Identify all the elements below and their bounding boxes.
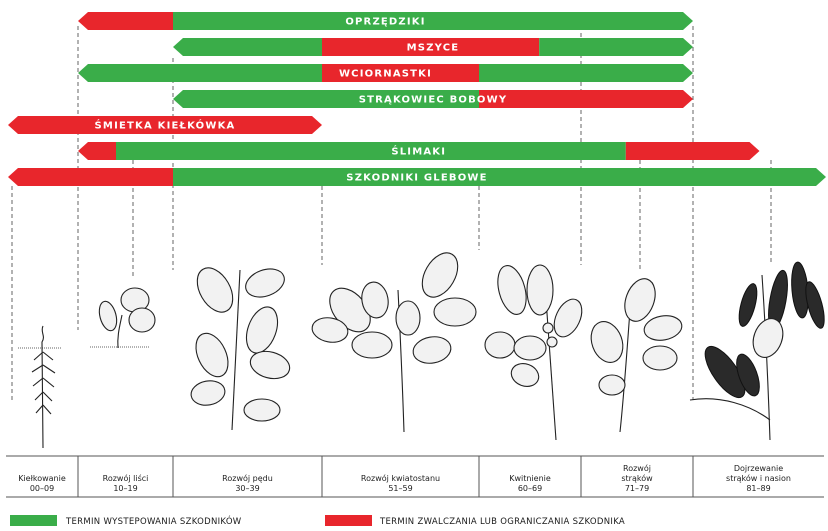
stage-bbch-code: 30–39 [235, 484, 259, 493]
legend-occurrence-swatch [10, 515, 57, 526]
pest-bar-row: SZKODNIKI GLEBOWE [8, 168, 826, 186]
occurrence-period-segment [539, 38, 693, 56]
pest-bar-row: ŚLIMAKI [78, 142, 760, 160]
occurrence-period-segment [173, 38, 322, 56]
stage-bbch-code: 10–19 [113, 484, 137, 493]
pest-bar-row: ŚMIETKA KIEŁKÓWKA [8, 116, 322, 134]
legend-occurrence-label: TERMIN WYSTEPOWANIA SZKODNIKÓW [65, 515, 242, 527]
pest-bar-row: STRĄKOWIEC BOBOWY [173, 90, 693, 108]
pest-name-label: ŚLIMAKI [391, 145, 446, 158]
ripening-illustration [690, 261, 828, 440]
control-period-segment [78, 142, 116, 160]
pest-bar-row: MSZYCE [173, 38, 693, 56]
pest-bar-row: OPRZĘDZIKI [78, 12, 693, 30]
legend-control-swatch [325, 515, 372, 526]
inflorescence-development-illustration [310, 247, 476, 432]
stage-bbch-code: 71–79 [625, 484, 649, 493]
pod-development-illustration [586, 275, 684, 432]
control-period-segment [479, 90, 693, 108]
legend: TERMIN WYSTEPOWANIA SZKODNIKÓW TERMIN ZW… [10, 515, 625, 527]
legend-control-label: TERMIN ZWALCZANIA LUB OGRANICZANIA SZKOD… [379, 517, 625, 527]
pest-name-label: ŚMIETKA KIEŁKÓWKA [95, 119, 236, 132]
occurrence-period-segment [173, 168, 826, 186]
pest-bar-row: WCIORNASTKI [78, 64, 693, 82]
stage-name-label: Kwitnienie [509, 474, 551, 483]
pest-name-label: SZKODNIKI GLEBOWE [346, 173, 487, 184]
stage-bbch-code: 60–69 [518, 484, 542, 493]
control-period-segment [78, 12, 173, 30]
occurrence-period-segment [116, 142, 626, 160]
stage-name-label: Rozwój liści [103, 473, 149, 483]
leaf-development-illustration [90, 288, 155, 348]
occurrence-period-segment [479, 64, 693, 82]
plant-illustrations [18, 247, 828, 448]
flowering-illustration [485, 262, 587, 440]
occurrence-period-segment [173, 12, 693, 30]
stage-bbch-code: 51–59 [388, 484, 412, 493]
occurrence-period-segment [78, 64, 322, 82]
seedling-germination-illustration [18, 326, 62, 448]
stage-name-label: Rozwój pędu [222, 473, 273, 483]
stage-bbch-code: 81–89 [746, 484, 770, 493]
pest-name-label: OPRZĘDZIKI [345, 17, 425, 28]
control-period-segment [8, 168, 173, 186]
stage-name-label: Rozwój kwiatostanu [361, 473, 440, 483]
pest-name-label: STRĄKOWIEC BOBOWY [359, 95, 508, 106]
control-period-segment [626, 142, 760, 160]
pest-name-label: MSZYCE [407, 43, 460, 54]
stage-name-label: Kiełkowanie [18, 474, 66, 483]
pest-name-label: WCIORNASTKI [339, 69, 432, 80]
shoot-development-illustration [189, 262, 293, 430]
stage-bbch-code: 00–09 [30, 484, 54, 493]
pest-bars: OPRZĘDZIKI MSZYCE WCIORNASTKI STRĄKOWIEC BO… [8, 12, 826, 186]
